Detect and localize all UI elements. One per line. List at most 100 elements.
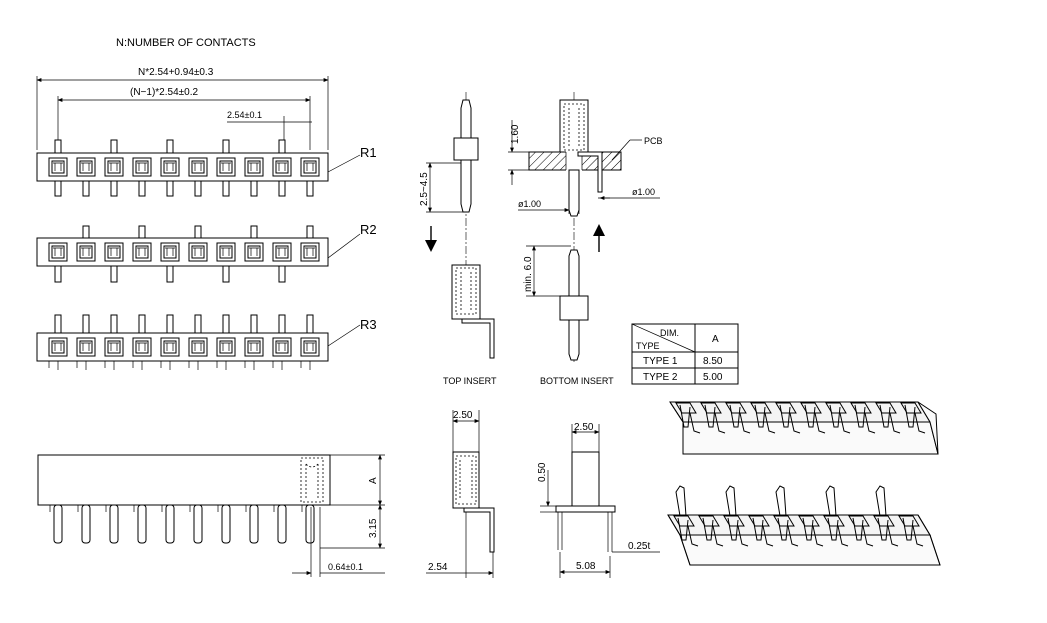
pin: [110, 139, 118, 154]
iso-leg: [812, 525, 824, 547]
iso-slot: [700, 402, 722, 414]
iso-leg: [914, 412, 926, 434]
iso-leg: [837, 525, 849, 547]
iso-spring: [779, 404, 791, 428]
pin: [250, 180, 258, 197]
pitch-span-dimension: (N−1)*2.54±0.2: [57, 87, 311, 150]
pin: [278, 139, 286, 154]
pcb-inset-label: 1.60: [510, 124, 521, 144]
iso-slot: [725, 402, 747, 414]
row-label-r2: R2: [360, 222, 377, 237]
contact-cell: [272, 337, 292, 357]
contact-spring: [277, 342, 287, 351]
side-pin: [137, 504, 147, 544]
contact-cell: [132, 337, 152, 357]
contact-cell: [160, 242, 180, 262]
contact-cell: [132, 242, 152, 262]
contact-cell: [104, 157, 124, 177]
iso-spring: [777, 517, 789, 541]
contact-cell: [104, 242, 124, 262]
contact-cell-inner: [303, 160, 317, 174]
isometric-view-lower: [667, 485, 941, 566]
pin: [222, 265, 230, 283]
contact-cell-inner: [107, 160, 121, 174]
contact-spring: [277, 247, 287, 256]
offset-pitch-label: 2.54: [428, 562, 448, 573]
contact-cell: [216, 242, 236, 262]
iso-slot: [898, 515, 920, 527]
iso-spring: [727, 517, 739, 541]
top-insert-label: TOP INSERT: [443, 376, 497, 386]
iso-spring: [752, 517, 764, 541]
pin: [306, 180, 314, 197]
contact-cell: [244, 337, 264, 357]
pin: [278, 265, 286, 283]
table-row-a1: 8.50: [703, 356, 723, 367]
pin-d-label: ø1.00: [632, 187, 655, 197]
iso-leg: [739, 412, 751, 434]
contact-cell: [216, 157, 236, 177]
iso-leg: [687, 525, 699, 547]
contact-cell: [104, 337, 124, 357]
iso-spring: [852, 517, 864, 541]
contact-spring: [109, 162, 119, 171]
iso-slot: [823, 515, 845, 527]
thickness-label: 0.25t: [628, 541, 650, 552]
top-insert-view: 2.5~4.5 TOP INSERT: [419, 92, 497, 386]
drawing-title: N:NUMBER OF CONTACTS: [116, 37, 256, 49]
contact-cell: [272, 242, 292, 262]
iso-spring: [827, 517, 839, 541]
iso-leg: [689, 412, 701, 434]
pin: [138, 314, 146, 334]
pin: [166, 139, 174, 154]
contact-spring: [277, 162, 287, 171]
pitch-label: 2.54±0.1: [227, 110, 262, 120]
pin: [250, 314, 258, 334]
table-row-type2: TYPE 2: [643, 372, 678, 383]
contact-cell-inner: [135, 340, 149, 354]
iso-leg: [762, 525, 774, 547]
iso-tall-pin: [775, 485, 787, 517]
pin: [194, 180, 202, 197]
iso-spring: [729, 404, 741, 428]
iso-leg: [789, 412, 801, 434]
pin: [194, 314, 202, 334]
iso-slot: [723, 515, 745, 527]
contact-cell: [272, 157, 292, 177]
iso-tall-pin: [675, 485, 687, 517]
pin-offset-label: 0.64±0.1: [328, 562, 363, 572]
pin: [138, 225, 146, 239]
pin: [54, 314, 62, 334]
iso-spring: [702, 517, 714, 541]
contact-cell: [244, 242, 264, 262]
overall-length-dimension: N*2.54+0.94±0.3: [36, 67, 329, 150]
contact-cell-inner: [135, 160, 149, 174]
pin: [54, 139, 62, 154]
hole-d-label: ø1.00: [518, 199, 541, 209]
contact-spring: [221, 342, 231, 351]
side-view: A 3.15 0.64±0.1: [37, 454, 385, 577]
contact-cell-inner: [247, 245, 261, 259]
contact-cell-inner: [107, 245, 121, 259]
side-pin: [193, 504, 203, 544]
iso-slot: [900, 402, 922, 414]
contact-cell-inner: [219, 160, 233, 174]
contact-cell-inner: [275, 245, 289, 259]
side-pin: [277, 504, 287, 544]
iso-tall-pin: [725, 485, 737, 517]
contact-cell-inner: [51, 245, 65, 259]
end-view-left: 2.50 2.54: [426, 410, 495, 578]
contact-cell-inner: [303, 340, 317, 354]
side-pin: [165, 504, 175, 544]
pin: [110, 314, 118, 334]
contact-cell-inner: [107, 340, 121, 354]
contact-cell: [188, 157, 208, 177]
contact-cell: [300, 337, 320, 357]
contact-cell-inner: [191, 160, 205, 174]
contact-spring: [109, 342, 119, 351]
contact-cell-inner: [163, 340, 177, 354]
iso-slot: [798, 515, 820, 527]
contact-cell-inner: [191, 245, 205, 259]
contact-cell: [76, 242, 96, 262]
contact-spring: [305, 247, 315, 256]
